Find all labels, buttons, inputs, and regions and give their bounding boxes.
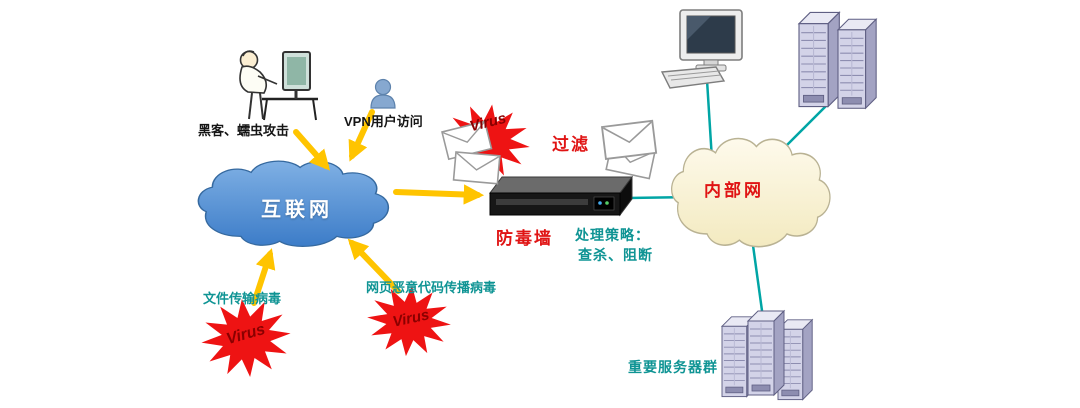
- arrow-internet-firewall: [393, 184, 485, 205]
- intranet-cloud: [670, 137, 831, 248]
- internet-cloud: [197, 160, 390, 248]
- arrow-vpn-internet: [348, 109, 375, 162]
- server-tower-icon: [747, 310, 785, 396]
- hacker-workstation-icon: [239, 50, 318, 121]
- arrow-filevirus-internet: [251, 248, 276, 306]
- server-tower-icon: [837, 18, 877, 109]
- attack-arrows: [251, 109, 485, 306]
- envelope-icon: [601, 119, 658, 160]
- virus-burst-file: [197, 294, 295, 382]
- link-intranet-server-cluster: [750, 237, 765, 319]
- firewall-appliance-icon: [489, 175, 633, 217]
- link-intranet-workstation: [705, 79, 714, 161]
- envelope-icon: [452, 151, 501, 185]
- vpn-user-icon: [370, 78, 396, 109]
- server-tower-icon: [798, 11, 840, 108]
- virus-burst-web: [364, 282, 454, 360]
- arrow-hacker-internet: [293, 129, 331, 171]
- workstation-icon: [660, 9, 743, 89]
- arrow-webvirus-internet: [347, 238, 401, 294]
